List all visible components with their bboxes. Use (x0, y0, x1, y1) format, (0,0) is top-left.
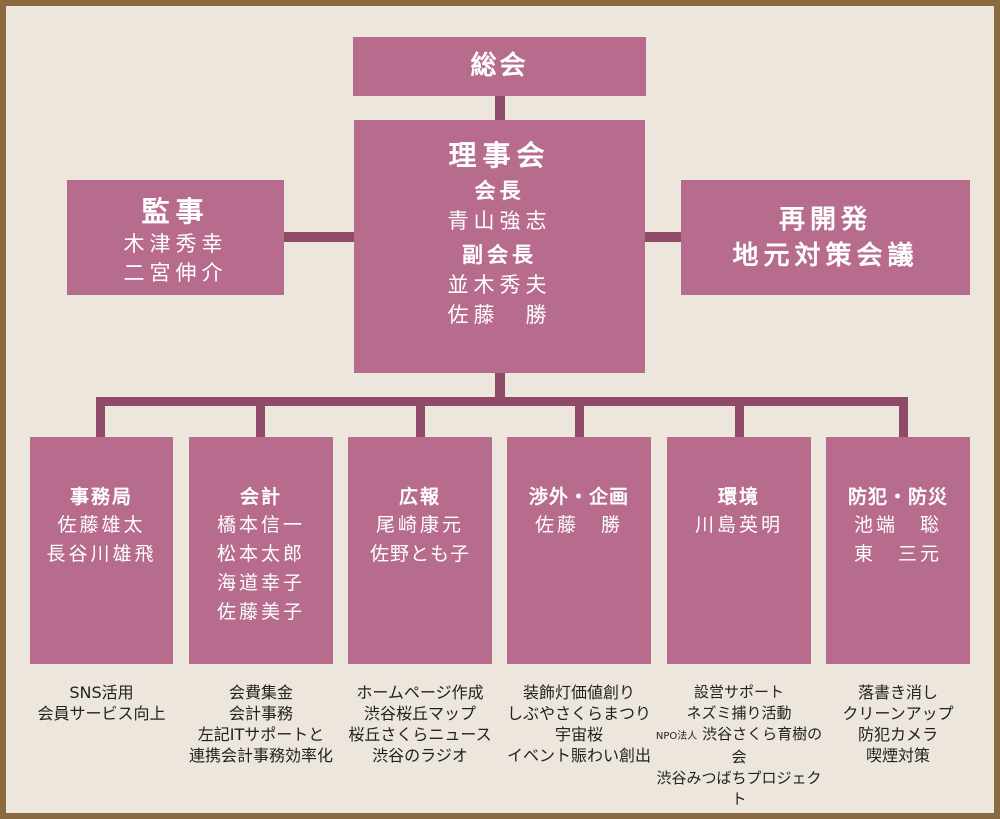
connector-board-redevelopment (645, 232, 681, 242)
duty-item: 左記ITサポートと (197, 725, 325, 744)
auditor-member: 木津秀幸 (123, 232, 228, 256)
connector-board-trunk (495, 373, 505, 401)
department-title: 渉外・企画 (528, 486, 629, 508)
vice-chair-name: 佐藤 勝 (447, 303, 552, 327)
department-title: 広報 (398, 486, 441, 508)
connector-general-board (495, 96, 505, 120)
connector-horizontal-bus (96, 397, 908, 406)
department-member: 池端 聡 (853, 514, 942, 536)
duties-accounting: 会費集金 会計事務 左記ITサポートと 連携会計事務効率化 (179, 682, 343, 766)
duty-item: 宇宙桜 (554, 725, 603, 744)
npo-prefix: NPO法人 (655, 731, 698, 742)
department-member: 長谷川雄飛 (46, 543, 157, 565)
department-box-accounting: 会計 橋本信一 松本太郎 海道幸子 佐藤美子 (189, 437, 333, 664)
duty-item: 渋谷桜丘マップ (363, 704, 476, 723)
department-box-environment: 環境 川島英明 (667, 437, 811, 664)
vice-chair-title: 副会長 (462, 243, 537, 267)
department-box-security: 防犯・防災 池端 聡 東 三元 (826, 437, 970, 664)
department-title: 会計 (239, 486, 282, 508)
duty-item: SNS活用 (69, 683, 134, 702)
department-member: 佐藤 勝 (534, 514, 623, 536)
duty-item: ホームページ作成 (356, 683, 484, 702)
duty-item: 渋谷みつばちプロジェクト (656, 769, 822, 808)
duty-item: 渋谷のラジオ (372, 746, 468, 765)
duty-item: 連携会計事務効率化 (188, 746, 333, 765)
duty-item: ネズミ捕り活動 (686, 704, 792, 722)
redevelopment-title: 地元対策会議 (732, 241, 919, 271)
duty-item: 落書き消し (857, 683, 938, 702)
duty-item: イベント賑わい創出 (506, 746, 651, 765)
auditor-box: 監事 木津秀幸 二宮伸介 (67, 180, 284, 295)
duties-security: 落書き消し クリーンアップ 防犯カメラ 喫煙対策 (816, 682, 980, 766)
department-title: 防犯・防災 (847, 486, 948, 508)
connector-auditor-board (284, 232, 354, 242)
department-member: 松本太郎 (216, 543, 305, 565)
duty-item: 設営サポート (693, 683, 784, 701)
department-member: 佐藤雄太 (57, 514, 146, 536)
duty-item: しぶやさくらまつり (506, 704, 651, 723)
duty-item: クリーンアップ (842, 704, 954, 723)
department-member: 橋本信一 (216, 514, 305, 536)
department-box-secretariat: 事務局 佐藤雄太 長谷川雄飛 (30, 437, 173, 664)
connector-drop-5 (735, 397, 744, 437)
department-member: 東 三元 (853, 543, 942, 565)
department-member: 海道幸子 (216, 572, 305, 594)
department-title: 環境 (717, 486, 760, 508)
department-member: 佐藤美子 (216, 601, 305, 623)
duty-item: 会計事務 (228, 704, 293, 723)
duties-liaison: 装飾灯価値創り しぶやさくらまつり 宇宙桜 イベント賑わい創出 (497, 682, 661, 766)
vice-chair-name: 並木秀夫 (447, 273, 552, 297)
duty-item: 会員サービス向上 (37, 704, 166, 723)
department-box-liaison: 渉外・企画 佐藤 勝 (507, 437, 651, 664)
duty-item: 会費集金 (228, 683, 293, 702)
connector-drop-3 (416, 397, 425, 437)
department-member: 尾崎康元 (375, 514, 464, 536)
redevelopment-box: 再開発 地元対策会議 (681, 180, 970, 295)
general-meeting-title: 総会 (470, 51, 529, 81)
board-box: 理事会 会長 青山強志 副会長 並木秀夫 佐藤 勝 (354, 120, 645, 373)
duty-item: 渋谷さくら育樹の会 (702, 725, 823, 766)
duties-secretariat: SNS活用 会員サービス向上 (20, 682, 183, 724)
connector-drop-2 (256, 397, 265, 437)
connector-drop-6 (899, 397, 908, 437)
department-member: 佐野とも子 (369, 543, 470, 565)
connector-drop-4 (575, 397, 584, 437)
department-box-pr: 広報 尾崎康元 佐野とも子 (348, 437, 492, 664)
redevelopment-title: 再開発 (778, 205, 872, 235)
general-meeting-box: 総会 (353, 37, 646, 96)
duties-environment: 設営サポート ネズミ捕り活動 NPO法人 渋谷さくら育樹の会 渋谷みつばちプロジ… (652, 682, 826, 810)
chair-title: 会長 (474, 179, 525, 203)
board-title: 理事会 (448, 139, 551, 172)
department-title: 事務局 (69, 486, 133, 508)
auditor-member: 二宮伸介 (123, 261, 228, 285)
chair-name: 青山強志 (447, 209, 552, 233)
department-member: 川島英明 (694, 514, 783, 536)
duty-item-npo: NPO法人 渋谷さくら育樹の会 (652, 724, 826, 768)
duties-pr: ホームページ作成 渋谷桜丘マップ 桜丘さくらニュース 渋谷のラジオ (338, 682, 502, 766)
duty-item: 装飾灯価値創り (522, 683, 635, 702)
duty-item: 防犯カメラ (857, 725, 938, 744)
duty-item: 桜丘さくらニュース (348, 725, 492, 744)
auditor-title: 監事 (141, 195, 210, 228)
connector-drop-1 (96, 397, 105, 437)
duty-item: 喫煙対策 (865, 746, 930, 765)
